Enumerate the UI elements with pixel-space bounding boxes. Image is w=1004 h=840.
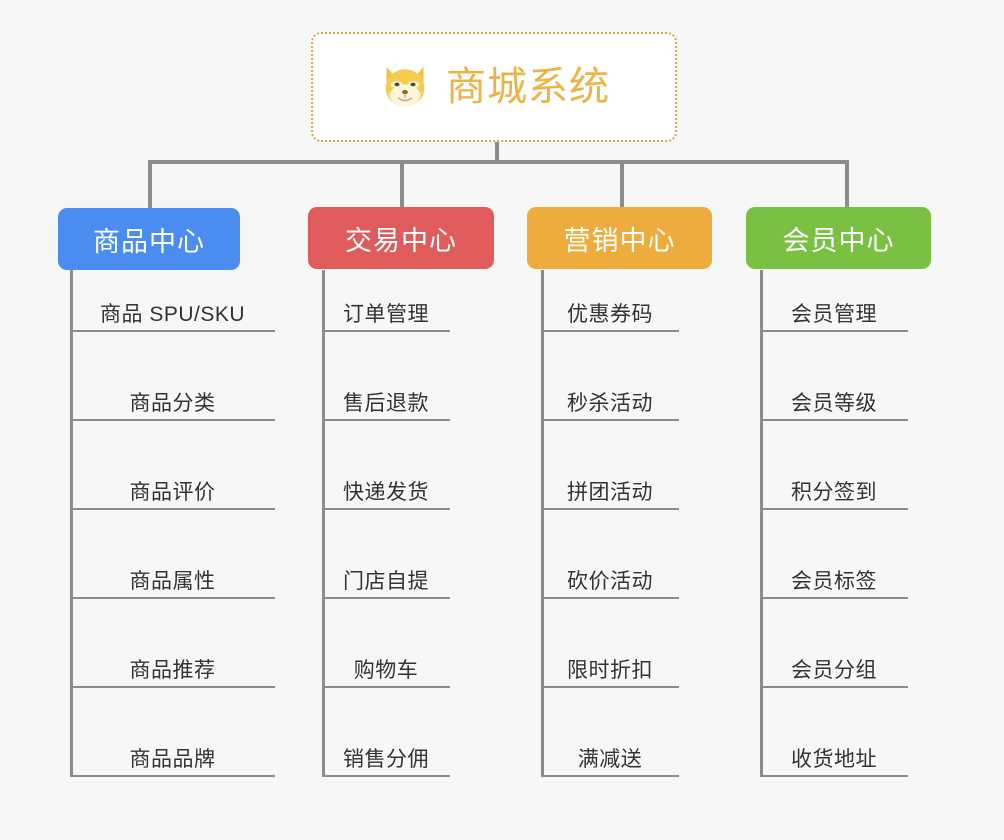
leaf-item-label: 满减送 (577, 747, 643, 771)
leaf-item-label: 拼团活动 (567, 480, 653, 504)
leaf-item[interactable]: 销售分佣 (322, 715, 450, 777)
leaf-item-label: 快递发货 (343, 480, 429, 504)
category-box-4[interactable]: 会员中心 (746, 207, 931, 269)
leaf-item-label: 销售分佣 (343, 747, 429, 771)
root-node[interactable]: 商城系统 (311, 32, 677, 142)
category-box-3[interactable]: 营销中心 (527, 207, 712, 269)
category-box-2[interactable]: 交易中心 (308, 207, 494, 269)
root-title: 商城系统 (446, 65, 610, 109)
leaf-item-label: 会员等级 (791, 391, 877, 415)
drop-connector-2 (400, 160, 404, 210)
category-label: 营销中心 (563, 225, 676, 256)
leaf-item[interactable]: 满减送 (541, 715, 679, 777)
category-box-1[interactable]: 商品中心 (58, 208, 240, 270)
leaf-item[interactable]: 秒杀活动 (541, 359, 679, 421)
leaf-item[interactable]: 收货地址 (760, 715, 908, 777)
leaf-item[interactable]: 拼团活动 (541, 448, 679, 510)
category-label: 商品中心 (93, 226, 205, 257)
leaf-item[interactable]: 售后退款 (322, 359, 450, 421)
leaf-item[interactable]: 门店自提 (322, 537, 450, 599)
leaf-item-label: 砍价活动 (567, 569, 653, 593)
leaf-item[interactable]: 积分签到 (760, 448, 908, 510)
column-spine (322, 270, 325, 777)
column-spine (70, 270, 73, 777)
leaf-item-label: 会员标签 (791, 569, 877, 593)
leaf-item-label: 收货地址 (791, 747, 877, 771)
leaf-item-label: 商品品牌 (129, 747, 216, 771)
leaf-item[interactable]: 订单管理 (322, 270, 450, 332)
leaf-item[interactable]: 会员分组 (760, 626, 908, 688)
leaf-item-label: 秒杀活动 (567, 391, 653, 415)
leaf-item[interactable]: 会员等级 (760, 359, 908, 421)
leaf-item-label: 购物车 (353, 658, 419, 682)
drop-connector-3 (620, 160, 624, 210)
leaf-item-label: 商品分类 (129, 391, 216, 415)
column-spine (760, 270, 763, 777)
leaf-item[interactable]: 优惠券码 (541, 270, 679, 332)
column-spine (541, 270, 544, 777)
shiba-dog-icon (385, 66, 425, 107)
category-label: 交易中心 (345, 225, 457, 256)
leaf-item[interactable]: 商品评价 (70, 448, 275, 510)
bus-connector (148, 160, 848, 164)
leaf-item-label: 限时折扣 (567, 658, 653, 682)
leaf-item[interactable]: 快递发货 (322, 448, 450, 510)
leaf-item[interactable]: 商品属性 (70, 537, 275, 599)
leaf-item-label: 商品属性 (129, 569, 216, 593)
root-stem-connector (495, 142, 499, 162)
leaf-item[interactable]: 会员管理 (760, 270, 908, 332)
leaf-item-label: 门店自提 (343, 569, 429, 593)
leaf-item-label: 订单管理 (343, 302, 429, 326)
leaf-item-label: 商品评价 (129, 480, 216, 504)
leaf-item-label: 优惠券码 (567, 302, 653, 326)
leaf-item[interactable]: 商品推荐 (70, 626, 275, 688)
leaf-item-label: 商品推荐 (129, 658, 216, 682)
leaf-item[interactable]: 限时折扣 (541, 626, 679, 688)
leaf-item[interactable]: 商品 SPU/SKU (70, 270, 275, 332)
leaf-item[interactable]: 商品分类 (70, 359, 275, 421)
leaf-item-label: 商品 SPU/SKU (99, 302, 246, 326)
category-label: 会员中心 (782, 225, 895, 256)
drop-connector-4 (845, 160, 849, 210)
leaf-item[interactable]: 会员标签 (760, 537, 908, 599)
leaf-item-label: 会员管理 (791, 302, 877, 326)
leaf-item-label: 售后退款 (343, 391, 429, 415)
leaf-item-label: 会员分组 (791, 658, 877, 682)
leaf-item-label: 积分签到 (791, 480, 877, 504)
drop-connector-1 (148, 160, 152, 210)
leaf-item[interactable]: 砍价活动 (541, 537, 679, 599)
leaf-item[interactable]: 购物车 (322, 626, 450, 688)
leaf-item[interactable]: 商品品牌 (70, 715, 275, 777)
